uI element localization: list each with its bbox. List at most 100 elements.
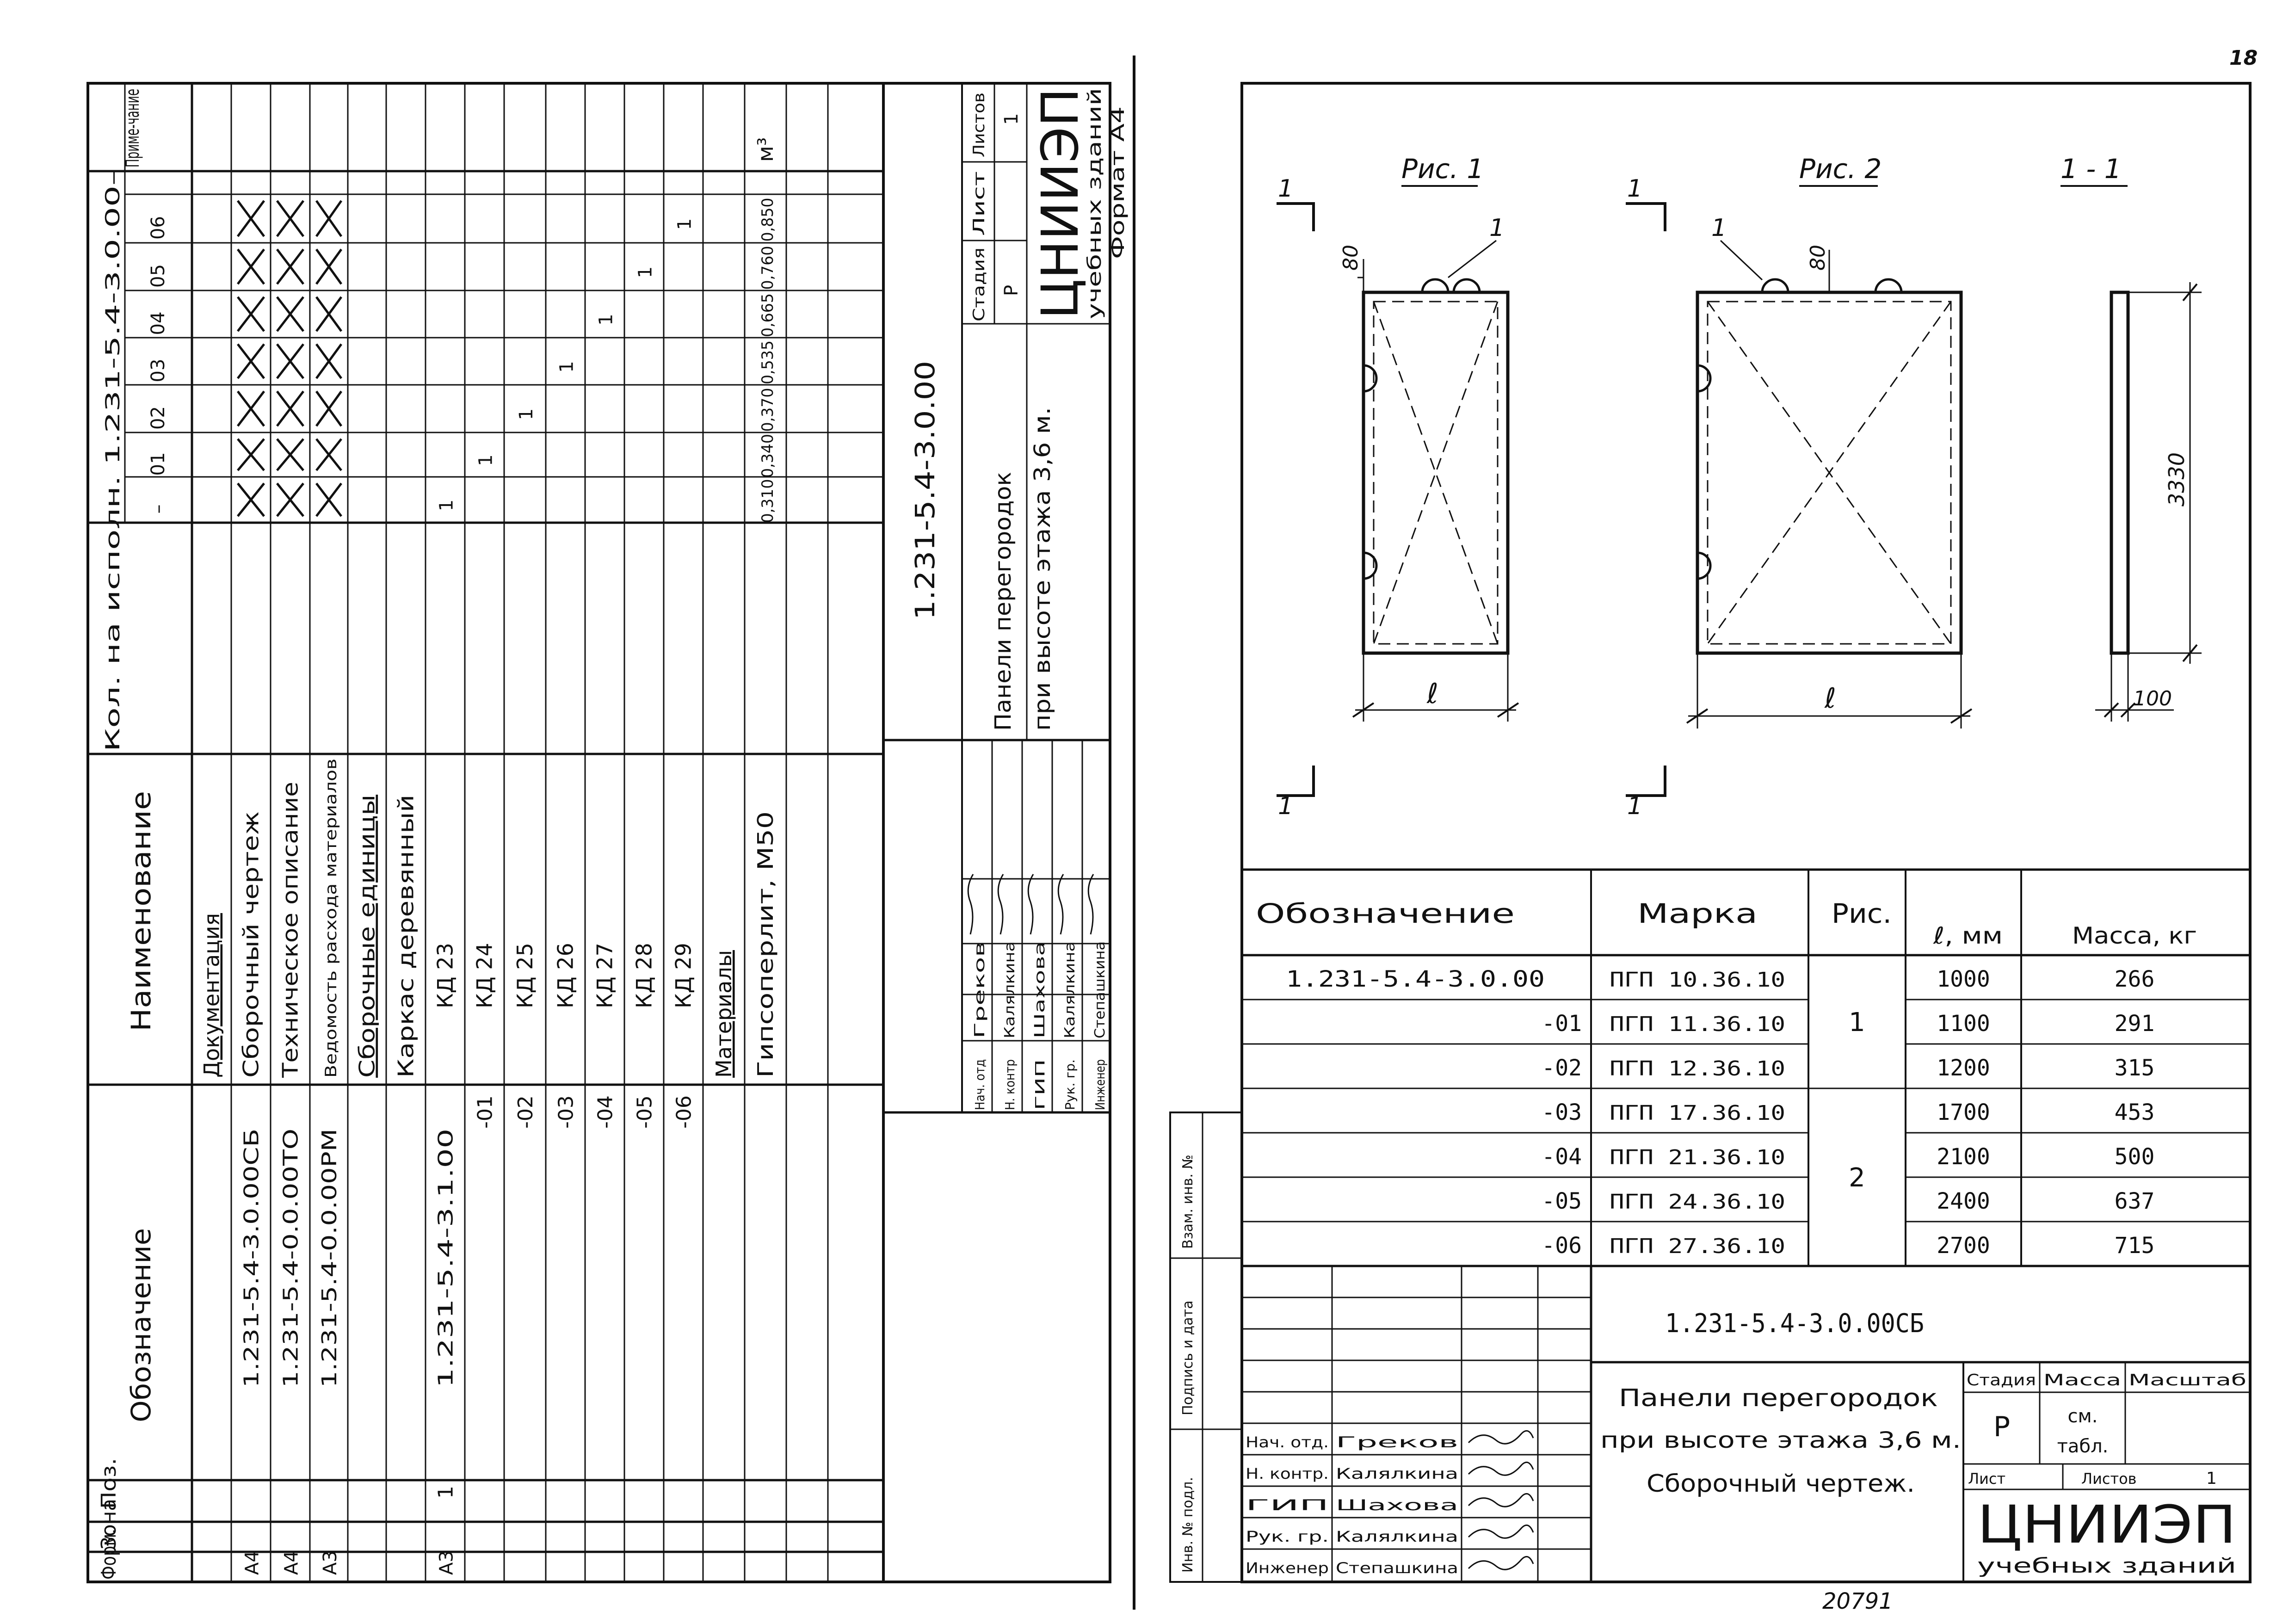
left-tb-sig-name-3: Калялкина	[1062, 941, 1078, 1038]
row-8-designation: -02	[514, 1095, 537, 1129]
table-row-4-length: 2100	[1937, 1144, 1990, 1170]
row-0-name: Документация	[199, 913, 224, 1078]
right-tb-org-1: ЦНИИЭП	[1977, 1495, 2236, 1555]
left-tb-sheets-label: Листов	[970, 93, 988, 157]
left-tb-sig-role-0: Нач. отд	[972, 1059, 987, 1110]
right-tb-mass: см.	[2068, 1406, 2098, 1427]
right-tb-sig-name-4: Степашкина	[1336, 1559, 1458, 1577]
row-3-mark-6	[315, 200, 343, 237]
row-6-designation: 1.231-5.4-3.1.00	[434, 1129, 458, 1388]
table-row-1-mass: 291	[2115, 1011, 2155, 1037]
right-tb-code: 1.231-5.4-3.0.00СБ	[1665, 1309, 1924, 1339]
section-mark-fig1-bottom: 1	[1278, 792, 1293, 820]
specification-sheet: Форм.ЗонаПоз.ОбозначениеНаименованиеКол.…	[86, 82, 1129, 1583]
stamp-inv-original: Инв. № подл.	[1180, 1477, 1196, 1573]
row-11-designation: -05	[633, 1095, 657, 1129]
row-1-mark-5	[237, 248, 265, 285]
row-9-mark-3: 1	[556, 361, 578, 372]
right-tb-sig-scribble-1	[1468, 1461, 1534, 1476]
row-8-name: КД 25	[512, 943, 537, 1008]
row-5-name: Каркас деревянный	[394, 795, 419, 1078]
fig1-panel	[1352, 240, 1519, 722]
row-2-mark-6	[276, 200, 305, 237]
fig1-dim-80: 80	[1339, 245, 1363, 271]
table-row-5-designation: -05	[1542, 1188, 1582, 1214]
table-row-2-mark: ПГП 12.36.10	[1610, 1057, 1785, 1081]
fig2-dim-80: 80	[1806, 245, 1830, 271]
right-tb-sig-scribble-4	[1468, 1556, 1534, 1570]
archive-code: 20791	[1822, 1588, 1893, 1614]
row-1-mark-1	[237, 438, 265, 471]
table-row-1-designation: -01	[1542, 1011, 1582, 1037]
row-4-name: Сборочные единицы	[355, 795, 380, 1078]
table-row-5-mass: 637	[2115, 1188, 2155, 1214]
row-14-mark-0: 0,310	[759, 479, 777, 523]
row-12-name: КД 29	[671, 943, 696, 1008]
col-header-designation: Обозначение	[125, 1228, 157, 1422]
left-tb-sig-scribble-4	[1087, 874, 1094, 935]
row-2-mark-3	[276, 343, 304, 379]
row-14-mark-4: 0,665	[759, 293, 777, 337]
left-tb-sig-name-1: Калялкина	[1002, 941, 1018, 1038]
left-tb-sig-name-2: Шахова	[1032, 941, 1048, 1038]
left-tb-title-2: при высоте этажа 3,6 м.	[1030, 407, 1055, 731]
fig1-label: Рис. 1	[1401, 153, 1484, 185]
col-header-pos: Поз.	[97, 1458, 121, 1509]
section-dim-3330: 3330	[2164, 452, 2189, 506]
col-header-variant-0: –	[148, 505, 169, 514]
section-1-1	[2095, 282, 2202, 722]
table-row-5-length: 2400	[1937, 1188, 1990, 1214]
right-tb-sig-name-3: Калялкина	[1336, 1528, 1458, 1545]
left-tb-org-2: учебных зданий	[1084, 88, 1105, 319]
table-row-5-fig: 2	[1849, 1163, 1865, 1193]
assembly-drawing-sheet: Инв. № подл. Подпись и дата Взам. инв. №…	[1169, 82, 2252, 1583]
right-tb-sig-role-1: Н. контр.	[1246, 1465, 1329, 1482]
fig2-label: Рис. 2	[1799, 153, 1882, 185]
row-1-mark-4	[237, 296, 265, 332]
left-tb-sig-scribble-2	[1027, 874, 1034, 935]
row-6-name: КД 23	[433, 943, 458, 1008]
row-6-mark-0: 1	[436, 500, 457, 511]
row-14-name: Гипсоперлит, М50	[753, 811, 778, 1078]
row-3-format: А3	[320, 1550, 341, 1575]
right-tb-sheet-label: Лист	[1968, 1470, 2005, 1488]
row-3-mark-2	[315, 390, 343, 427]
row-13-name: Материалы	[711, 950, 736, 1078]
right-tb-sheets-label: Листов	[2081, 1470, 2137, 1488]
left-tb-sig-name-4: Степашкина	[1092, 941, 1108, 1038]
row-2-format: А4	[281, 1550, 302, 1575]
table-row-6-length: 2700	[1937, 1233, 1990, 1259]
col-header-variant-3: 03	[148, 359, 169, 383]
table-row-1-mark: ПГП 11.36.10	[1610, 1013, 1785, 1036]
row-2-designation: 1.231-5.4-0.0.00ТО	[279, 1129, 303, 1388]
right-tb-sig-name-1: Калялкина	[1336, 1465, 1458, 1482]
row-3-mark-3	[315, 343, 343, 379]
side-stamp: Инв. № подл. Подпись и дата Взам. инв. №	[1169, 1111, 1243, 1583]
table-row-2-mass: 315	[2115, 1055, 2155, 1081]
left-tb-org-1: ЦНИИЭП	[1030, 88, 1090, 319]
row-1-name: Сборочный чертеж	[239, 811, 264, 1078]
stamp-signature-date: Подпись и дата	[1180, 1301, 1196, 1416]
row-14-mark-3: 0,535	[759, 340, 777, 384]
table-header-mark: Марка	[1637, 898, 1758, 929]
col-header-note: Приме-чание	[122, 89, 143, 167]
right-tb-org-2: учебных зданий	[1977, 1554, 2236, 1578]
row-1-mark-2	[237, 390, 265, 427]
fig2-panel	[1686, 240, 1973, 729]
row-12-mark-6: 1	[674, 218, 696, 230]
right-tb-sig-scribble-3	[1468, 1524, 1534, 1539]
right-tb-stage-label: Стадия	[1967, 1371, 2036, 1389]
row-1-mark-6	[236, 200, 265, 237]
row-2-name: Техническое описание	[278, 782, 303, 1078]
right-tb-title-3: Сборочный чертеж.	[1647, 1470, 1915, 1498]
row-7-name: КД 24	[472, 943, 497, 1008]
row-2-mark-5	[276, 248, 304, 285]
row-1-format: А4	[242, 1550, 263, 1575]
left-tb-sig-scribble-3	[1057, 874, 1064, 935]
right-tb-mass-2: табл.	[2057, 1436, 2109, 1457]
row-3-name: Ведомость расхода материалов	[322, 759, 340, 1078]
right-tb-stage: Р	[1993, 1411, 2010, 1443]
right-tb-sheets: 1	[2206, 1469, 2217, 1488]
row-3-designation: 1.231-5.4-0.0.00РМ	[318, 1129, 341, 1388]
col-header-zone: Зона	[97, 1499, 121, 1550]
